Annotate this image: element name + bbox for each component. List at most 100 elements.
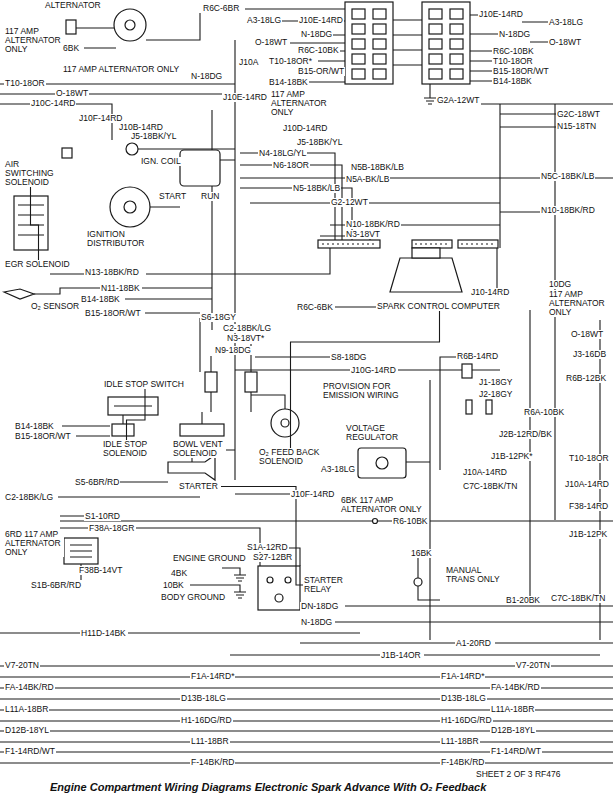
wire-code: L11-18BR bbox=[440, 737, 480, 746]
component-drawing bbox=[422, 2, 470, 84]
component-drawing bbox=[352, 54, 365, 64]
component-label: STARTER RELAY bbox=[303, 576, 346, 594]
wire-code: J1B-12PK bbox=[568, 530, 608, 539]
component-drawing bbox=[285, 577, 291, 583]
wire-code: D12B-18YL bbox=[490, 726, 536, 735]
wire-code: S6-18GY bbox=[200, 313, 237, 322]
component-drawing bbox=[345, 2, 393, 84]
component-name: O₂ SENSOR bbox=[31, 302, 82, 311]
wire-code: B14-18BK bbox=[492, 77, 533, 86]
wire-code: B14-18BK bbox=[80, 295, 121, 304]
wire-code: L11A-18BR bbox=[490, 705, 535, 714]
component-drawing bbox=[466, 400, 472, 414]
component-name: ALTERNATOR bbox=[45, 1, 103, 10]
component-drawing bbox=[245, 372, 257, 392]
wire-code: G2C-18WT bbox=[556, 110, 601, 119]
wire-code: S27-12BR bbox=[252, 553, 293, 562]
wire-code: J10A-14RD bbox=[462, 468, 508, 477]
component-name: VOLTAGE REGULATOR bbox=[346, 424, 401, 442]
wire-code: 6BK 117 AMP ALTERNATOR ONLY bbox=[340, 496, 425, 514]
wire-code: B1-20BK bbox=[505, 596, 541, 605]
wire-code: J10F-14RD bbox=[78, 114, 123, 123]
wire-code: B14-18BK bbox=[268, 78, 309, 87]
wire-code: N5-18BK/LB bbox=[292, 184, 341, 193]
wire-code: F1-14RD/WT bbox=[4, 747, 56, 756]
wire-code: J3-16DB bbox=[572, 350, 607, 359]
wire-code: C7C-18BK/TN bbox=[462, 482, 518, 491]
component-drawing bbox=[275, 594, 283, 602]
wire-code: O-18WT bbox=[254, 38, 288, 47]
wire-code: L11-18BR bbox=[190, 737, 230, 746]
component-name: STARTER RELAY bbox=[304, 576, 345, 594]
wire-code: J10F-14RD bbox=[290, 490, 335, 499]
wire-code: RUN bbox=[200, 192, 220, 201]
wire-code: N-18DG bbox=[300, 30, 333, 39]
component-drawing bbox=[414, 578, 422, 586]
wire-code: V7-20TN bbox=[4, 661, 40, 670]
wire-code: A3-18LG bbox=[246, 16, 282, 25]
component-drawing bbox=[376, 457, 388, 469]
wire-code: F-14BK/RD bbox=[190, 758, 235, 767]
wire-code: R6A-10BK bbox=[523, 408, 565, 417]
component-label: EGR SOLENOID bbox=[4, 260, 73, 269]
component-label: O₂ FEED BACK SOLENOID bbox=[258, 448, 323, 466]
component-drawing bbox=[429, 9, 442, 19]
component-label: IDLE STOP SWITCH bbox=[103, 380, 187, 389]
wire-code: 6BK bbox=[62, 44, 80, 53]
wire-code: J5-18BK/YL bbox=[130, 132, 177, 141]
wire-code: J10E-14RD bbox=[222, 93, 268, 102]
wire-code: J10A-14RD bbox=[564, 480, 610, 489]
wire-code: B15-18OR/WT bbox=[84, 309, 142, 318]
component-drawing bbox=[124, 201, 136, 213]
component-label: ALTERNATOR bbox=[44, 1, 104, 10]
caption: Engine Compartment Wiring Diagrams Elect… bbox=[50, 781, 486, 793]
wire-code: F38A-18GR bbox=[88, 524, 135, 533]
wire-code: 4BK bbox=[170, 569, 188, 578]
component-label: BODY GROUND bbox=[160, 593, 229, 602]
wire-code: R6-10BK bbox=[392, 517, 429, 526]
component-drawing bbox=[429, 24, 442, 34]
wire-code: J2-18GY bbox=[478, 390, 514, 399]
wire-code: H1-16DG/RD bbox=[180, 716, 233, 725]
component-drawing bbox=[352, 9, 365, 19]
component-drawing bbox=[271, 409, 299, 437]
wire-code: D13B-18LG bbox=[180, 694, 227, 703]
component-drawing bbox=[258, 566, 300, 610]
wire-code: A3-18LG bbox=[320, 465, 356, 474]
component-drawing bbox=[114, 9, 146, 41]
wire-code: S1B-6BR/RD bbox=[30, 581, 82, 590]
wire-code: C7C-18BK/TN bbox=[550, 594, 606, 603]
wire-code: D12B-18YL bbox=[4, 726, 50, 735]
component-drawing bbox=[486, 400, 492, 414]
wire-code: G2-12WT bbox=[330, 198, 369, 207]
component-drawing bbox=[108, 397, 158, 415]
component-drawing bbox=[112, 424, 134, 436]
wire-code: T10-18OR bbox=[4, 79, 46, 88]
component-name: IGNITION DISTRIBUTOR bbox=[87, 230, 147, 248]
wire-code: B15-18OR/WT bbox=[14, 432, 72, 441]
wire-code: 16BK bbox=[410, 549, 433, 558]
component-drawing bbox=[429, 54, 442, 64]
wire-code: FA-14BK/RD bbox=[4, 683, 55, 692]
component-drawing bbox=[64, 538, 98, 564]
component-drawing bbox=[352, 69, 365, 79]
wire-code: R6C-10BK bbox=[492, 47, 535, 56]
wire-code: C2-18BK/LG bbox=[222, 324, 272, 333]
wire-connector bbox=[127, 389, 146, 440]
wire-code: J10E-14RD bbox=[298, 16, 344, 25]
wire-code: R6B-12BK bbox=[565, 374, 607, 383]
wire-code: N6-18OR bbox=[272, 161, 310, 170]
wire-code: FA-14BK/RD bbox=[490, 683, 541, 692]
wire-code: 117 AMP ALTERNATOR ONLY bbox=[270, 90, 330, 117]
wire-code: J10C-14RD bbox=[30, 99, 76, 108]
wire-connector bbox=[291, 311, 440, 448]
wire-code: F38B-14VT bbox=[78, 566, 123, 575]
component-drawing bbox=[373, 69, 386, 79]
component-drawing bbox=[373, 39, 386, 49]
component-label: IGNITION DISTRIBUTOR bbox=[86, 230, 148, 248]
component-drawing bbox=[125, 20, 135, 30]
wire-code: J10E-14RD bbox=[478, 10, 524, 19]
wire bbox=[0, 9, 613, 763]
ground-symbol bbox=[234, 98, 436, 598]
wire-code: J10B-14RD bbox=[118, 123, 164, 132]
